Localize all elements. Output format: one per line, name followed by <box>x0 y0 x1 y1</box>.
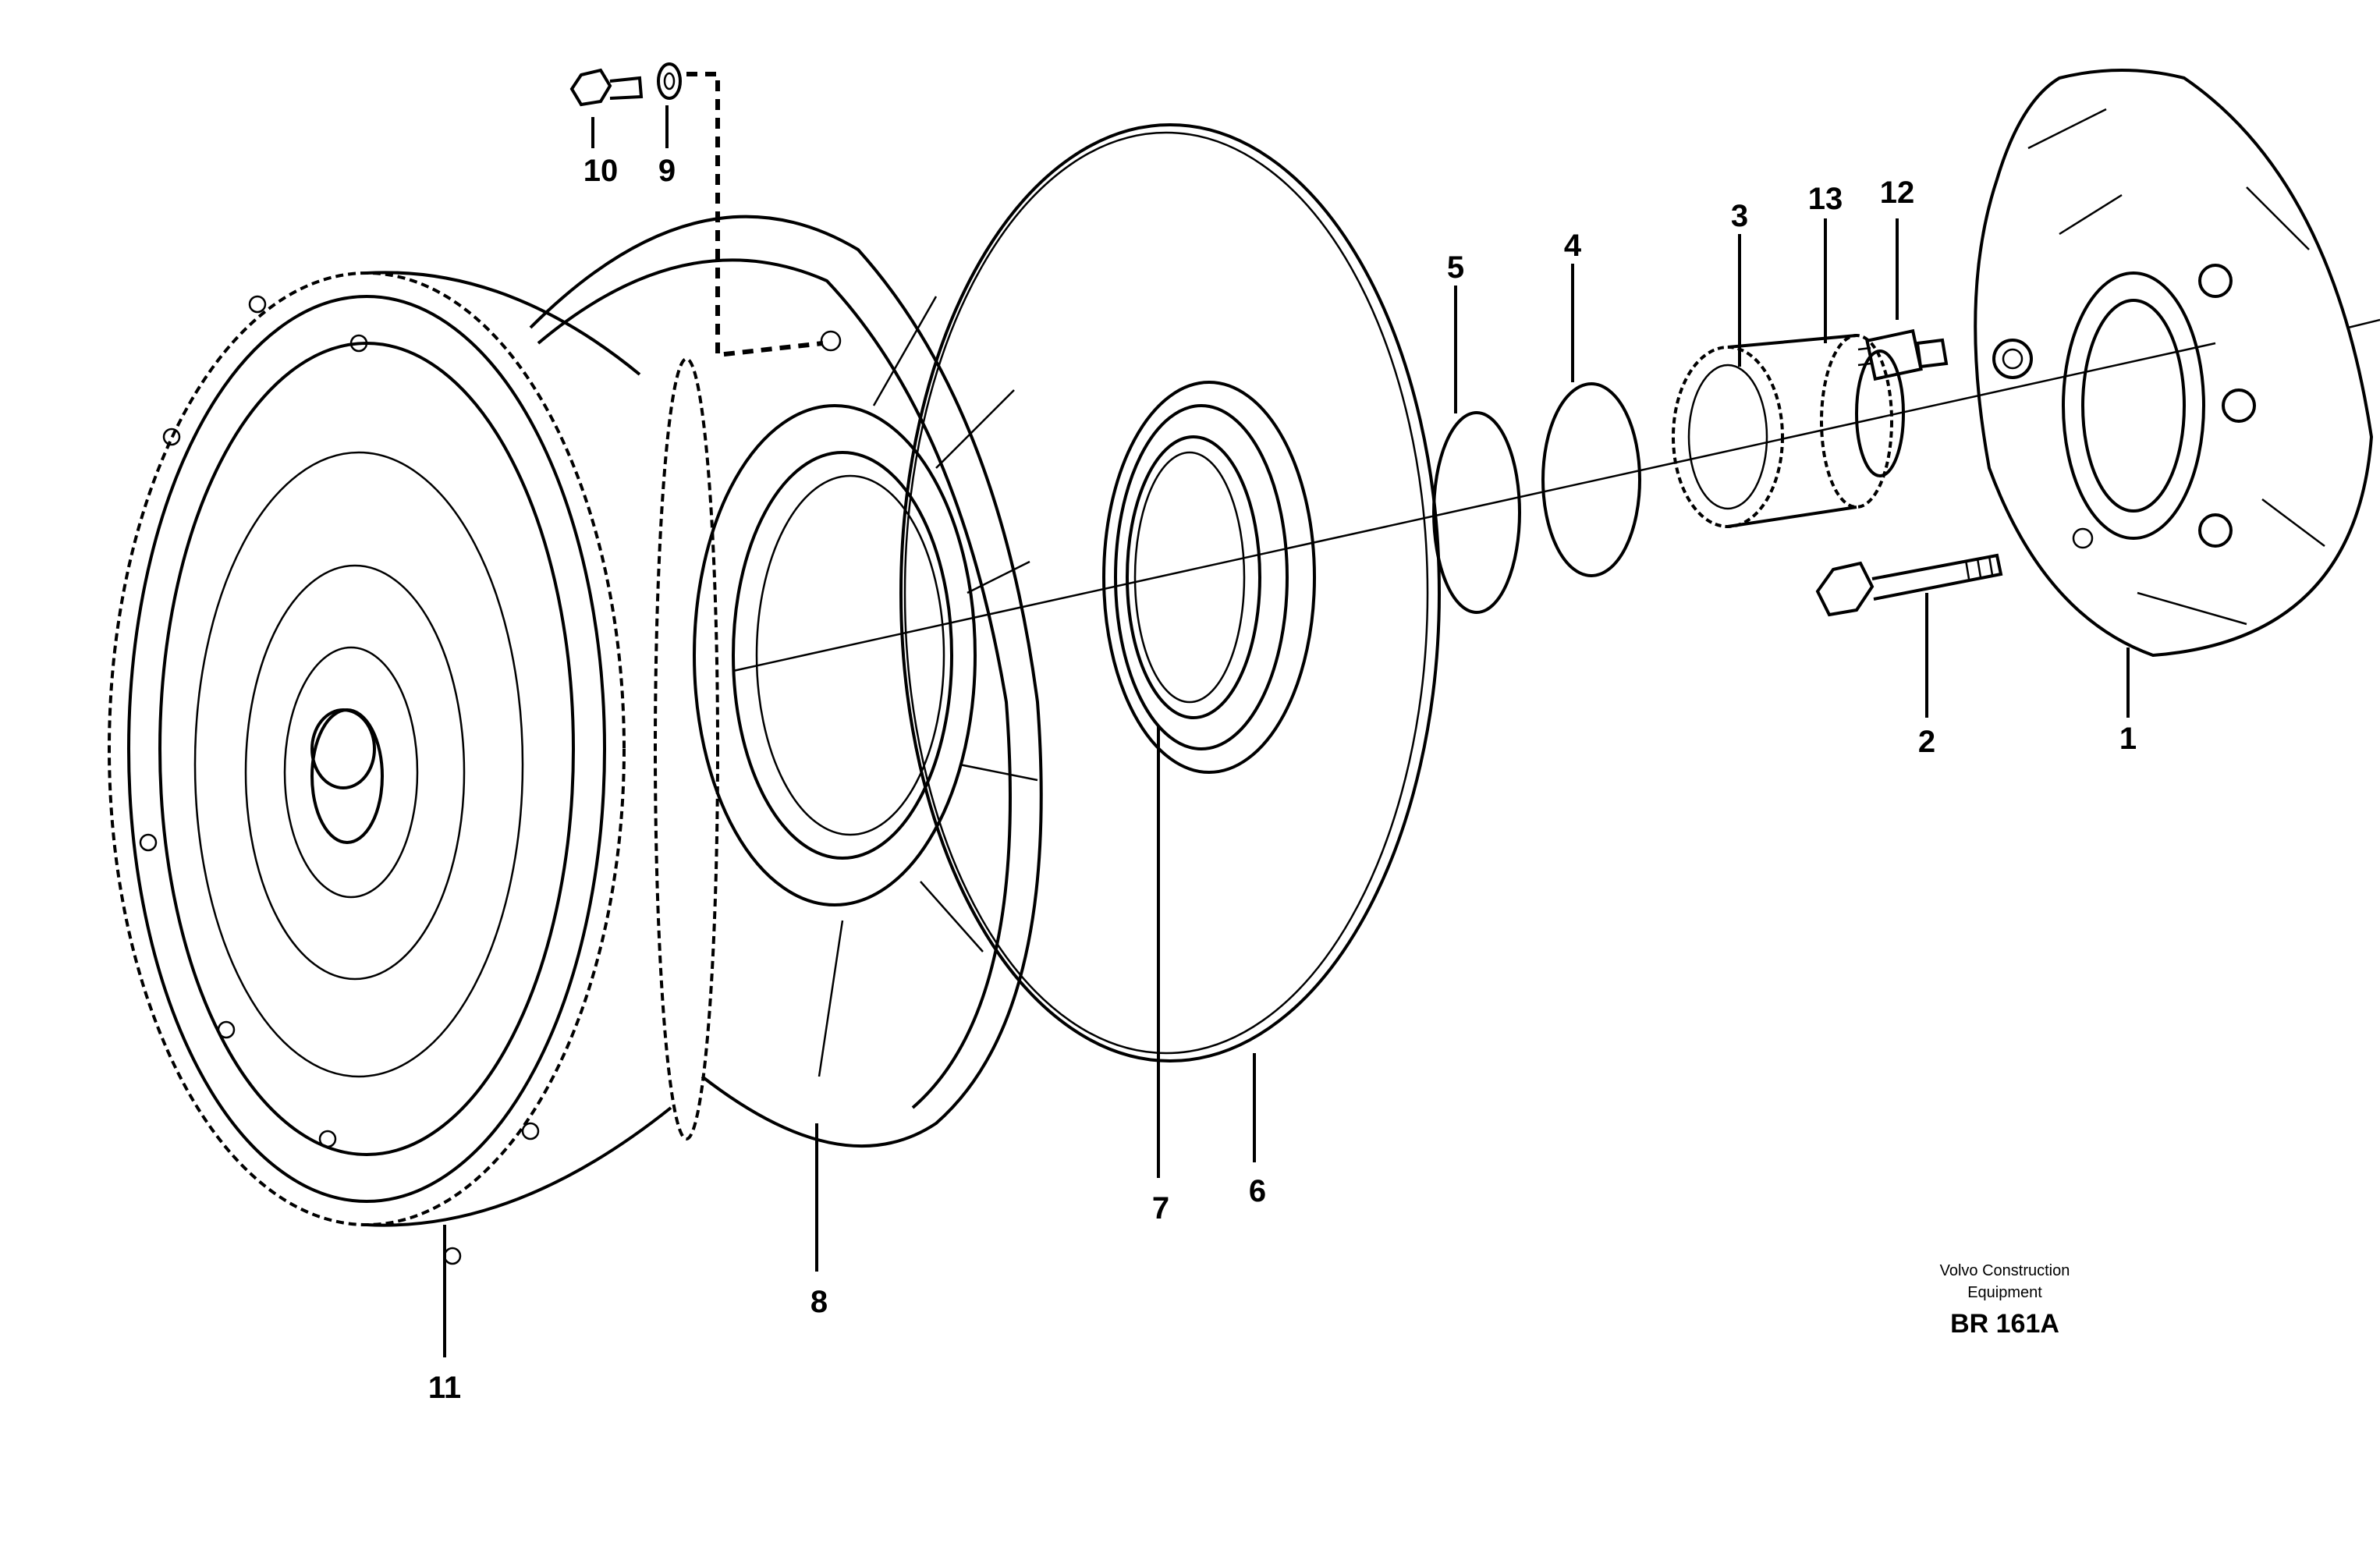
part-9-washer <box>657 62 682 100</box>
brand-line-2: Equipment <box>1967 1284 2042 1301</box>
part-8-housing <box>529 215 1043 1148</box>
part-5-snap-ring <box>1432 411 1521 614</box>
callout-5: 5 <box>1447 250 1464 285</box>
part-10-bolt <box>569 68 644 107</box>
part-4-ring <box>1541 382 1641 577</box>
callout-2: 2 <box>1918 725 1935 759</box>
callout-3: 3 <box>1731 199 1748 233</box>
part-11-flywheel <box>108 271 719 1265</box>
brand-line-1: Volvo Construction <box>1940 1262 2070 1279</box>
bolt-path-dashed <box>686 72 824 358</box>
callout-13: 13 <box>1808 182 1843 216</box>
callout-4: 4 <box>1564 229 1582 263</box>
callout-7: 7 <box>1152 1191 1169 1226</box>
leader-lines <box>443 105 2130 1357</box>
callout-8: 8 <box>810 1285 828 1319</box>
part-7-seal <box>1102 381 1316 774</box>
part-2-bolt <box>1815 553 2003 617</box>
part-3-gear-sleeve <box>1672 334 1905 528</box>
part-12-sensor <box>1857 328 1949 381</box>
part-6-disc <box>899 123 1441 1062</box>
callout-11: 11 <box>428 1371 461 1405</box>
callout-10: 10 <box>583 154 619 188</box>
part-1-pump-housing <box>1974 69 2380 658</box>
callout-12: 12 <box>1880 176 1915 210</box>
callout-9: 9 <box>658 154 676 188</box>
centre-axis <box>732 342 2216 672</box>
drawing-code: BR 161A <box>1950 1309 2059 1339</box>
callout-1: 1 <box>2119 722 2137 756</box>
callout-6: 6 <box>1249 1174 1266 1208</box>
